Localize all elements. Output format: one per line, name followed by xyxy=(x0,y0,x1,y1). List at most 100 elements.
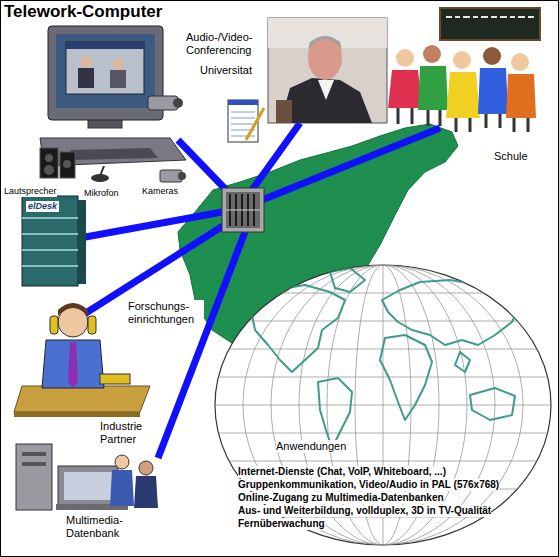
site-label: Audio-/Video- Conferencing xyxy=(186,31,264,57)
section-heading: Anwendungen xyxy=(276,440,346,453)
notepad xyxy=(231,124,255,125)
school-class xyxy=(499,114,502,128)
device-label: Kameras xyxy=(142,186,178,197)
industry-workstation xyxy=(110,470,134,506)
industry-workstation xyxy=(58,466,118,506)
world-globe xyxy=(250,268,520,448)
researcher xyxy=(14,386,150,412)
notepad xyxy=(231,118,255,119)
workstation xyxy=(56,34,155,108)
school-class xyxy=(518,16,525,18)
school-class xyxy=(513,118,516,132)
researcher xyxy=(88,316,96,334)
workstation xyxy=(100,166,104,176)
application-item: Online-Zugang zu Multimedia-Datenbanken xyxy=(238,492,444,504)
school-class xyxy=(411,108,414,124)
workstation xyxy=(110,70,126,88)
network-hub xyxy=(226,210,260,211)
lecturer-photo xyxy=(268,18,387,123)
school-class xyxy=(418,66,448,110)
network-link xyxy=(252,123,300,190)
world-globe xyxy=(200,377,559,378)
school-class xyxy=(463,16,470,18)
diagram-title: Telework-Computer xyxy=(4,2,162,22)
application-item: Gruppenkommunikation, Video/Audio in PAL… xyxy=(238,479,499,491)
school-class xyxy=(485,114,488,128)
world-globe xyxy=(200,349,559,350)
industry-workstation xyxy=(16,444,158,510)
site-label: Forschungs- einrichtungen xyxy=(128,300,204,326)
school-class xyxy=(440,8,540,40)
network-link xyxy=(158,232,245,458)
site-label: Multimedia- Datenbank xyxy=(66,514,138,540)
school-class xyxy=(483,47,501,65)
school-class xyxy=(528,16,534,18)
researcher xyxy=(68,342,78,388)
school-class xyxy=(478,68,508,114)
industry-workstation xyxy=(16,444,52,510)
network-link xyxy=(262,128,440,200)
workstation xyxy=(63,160,71,168)
workstation xyxy=(48,26,163,120)
industry-workstation xyxy=(134,476,158,508)
notepad xyxy=(231,136,255,137)
world-globe xyxy=(455,352,470,372)
application-item: Aus- und Weiterbildung, vollduplex, 3D i… xyxy=(238,505,491,517)
school-class xyxy=(491,16,497,18)
researcher xyxy=(42,340,104,388)
lecturer-photo xyxy=(268,18,387,123)
workstation xyxy=(45,154,53,162)
researcher xyxy=(14,412,140,417)
workstation xyxy=(112,58,124,70)
notepad xyxy=(228,100,258,142)
server-stack xyxy=(22,196,86,286)
server-stack xyxy=(22,233,78,235)
site-label: Universitat xyxy=(200,64,252,77)
workstation xyxy=(66,42,144,49)
world-globe xyxy=(200,260,559,550)
network-hub xyxy=(222,188,264,232)
researcher xyxy=(100,374,130,384)
workstation xyxy=(66,42,144,94)
world-globe xyxy=(200,260,559,550)
school-class xyxy=(397,108,400,124)
lecturer-photo xyxy=(308,36,342,50)
industry-workstation xyxy=(22,462,46,466)
school-class xyxy=(455,16,460,18)
workstation xyxy=(173,98,183,108)
lecturer-photo xyxy=(308,36,342,80)
world-globe xyxy=(318,378,352,448)
site-label: Schule xyxy=(494,150,528,163)
school-class xyxy=(439,110,442,126)
workstation xyxy=(70,148,158,160)
school-class xyxy=(510,16,515,18)
world-globe xyxy=(200,405,559,406)
world-globe xyxy=(200,461,559,462)
workstation xyxy=(80,56,92,68)
workstation xyxy=(44,165,54,175)
world-globe xyxy=(200,293,559,294)
device-label: Mikrofon xyxy=(84,188,119,199)
school-class xyxy=(423,45,441,63)
world-globe xyxy=(200,433,559,434)
site-label: Industrie Partner xyxy=(100,420,158,446)
notepad xyxy=(228,100,264,142)
researcher xyxy=(58,303,88,316)
workstation xyxy=(40,148,58,178)
school-class xyxy=(506,74,536,118)
school-class xyxy=(446,72,480,118)
industry-workstation xyxy=(22,452,46,456)
world-globe xyxy=(330,268,365,292)
school-class xyxy=(455,118,458,132)
school-class xyxy=(388,8,540,132)
workstation xyxy=(60,152,75,178)
school-class xyxy=(500,16,507,18)
school-class xyxy=(511,53,529,71)
industry-workstation xyxy=(64,472,112,500)
server-stack xyxy=(22,218,78,266)
industry-workstation xyxy=(115,455,129,469)
network-hub xyxy=(222,188,264,232)
school-class xyxy=(473,16,478,18)
world-globe xyxy=(470,388,515,420)
